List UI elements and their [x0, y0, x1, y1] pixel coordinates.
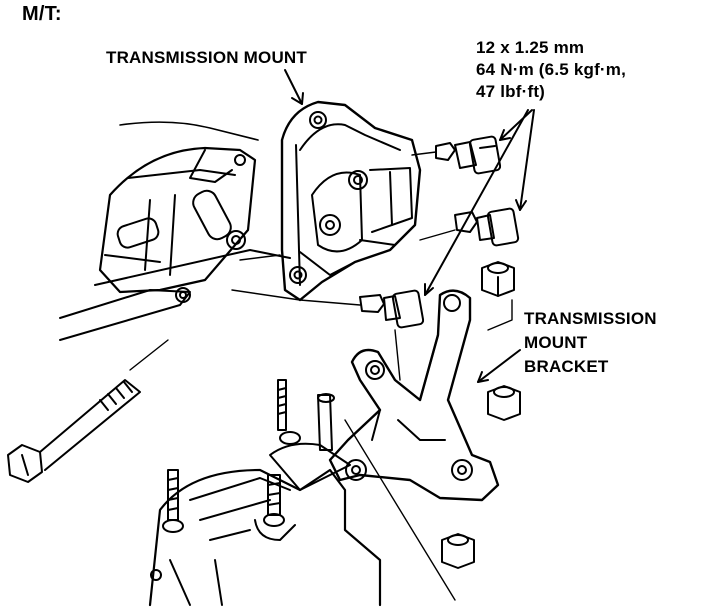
- studs: [162, 379, 335, 533]
- frame-rail: [59, 121, 291, 341]
- mount-bolt-upper: [435, 135, 502, 175]
- mount-nut-lower: [441, 533, 475, 569]
- mount-nut-middle: [487, 385, 521, 421]
- section-title: M/T:: [22, 3, 62, 25]
- alignment-lines: [129, 151, 513, 601]
- mount-bolt-lower: [359, 289, 425, 329]
- bolt-size-label: 12 x 1.25 mm: [476, 38, 585, 57]
- transmission-case: [148, 442, 382, 607]
- torque-metric-label: 64 N·m (6.5 kgf·m,: [476, 60, 627, 79]
- torque-leader-lines: [424, 109, 535, 296]
- transmission-mount-label: TRANSMISSION MOUNT: [106, 48, 307, 67]
- mount-bolt-middle: [454, 207, 520, 247]
- bracket-leader-line: [477, 349, 521, 383]
- bracket-label-line1: TRANSMISSION: [524, 309, 657, 328]
- torque-spec-callout: 12 x 1.25 mm 64 N·m (6.5 kgf·m, 47 lbf·f…: [476, 37, 626, 103]
- transmission-mount-bracket: [328, 289, 500, 502]
- torque-imperial-label: 47 lbf·ft): [476, 82, 546, 101]
- transmission-mount-bracket-label: TRANSMISSION MOUNT BRACKET: [524, 307, 657, 379]
- bracket-label-line3: BRACKET: [524, 357, 609, 376]
- transmission-mount: [280, 100, 422, 302]
- mount-nut-upper: [481, 261, 515, 297]
- bracket-label-line2: MOUNT: [524, 333, 588, 352]
- through-bolt: [7, 379, 141, 483]
